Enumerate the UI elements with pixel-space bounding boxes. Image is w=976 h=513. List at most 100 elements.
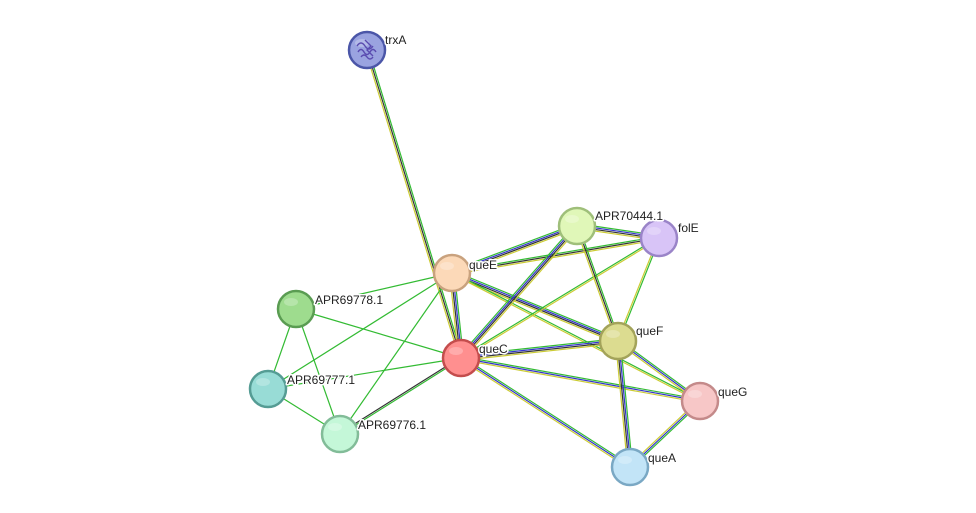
edge-strand [461,355,701,401]
node-queE[interactable] [432,253,472,293]
node-APR69777.1[interactable] [248,369,288,409]
node-label-queG: queG [718,385,747,399]
node-highlight [256,378,270,386]
edge-strand [295,308,341,435]
edge-queE-APR69777.1[interactable] [267,272,453,390]
edge-strand [460,358,700,404]
edge-queE-queF[interactable] [450,270,620,344]
edge-strand [461,226,579,359]
node-APR69778.1[interactable] [276,289,316,329]
edge-strand [366,49,462,359]
edge-trxA-queC[interactable] [364,49,464,359]
node-label-queC: queC [479,342,508,356]
labels-layer: trxAqueEAPR70444.1folEAPR69778.1queCqueF… [286,32,749,467]
edge-strand [451,224,577,273]
node-trxA[interactable] [347,30,387,70]
node-label-APR69777.1: APR69777.1 [287,373,355,387]
node-queA[interactable] [610,447,650,487]
node-highlight [449,347,463,355]
edge-strand [451,237,660,274]
edge-strand [459,225,577,358]
edge-queC-APR70444.1[interactable] [458,224,580,360]
node-queC[interactable] [441,338,481,378]
node-circle[interactable] [276,289,316,329]
edge-strand [267,357,462,390]
edge-queC-APR69777.1[interactable] [267,357,462,390]
edge-queE-APR69776.1[interactable] [339,272,453,435]
node-label-folE: folE [678,221,699,235]
edge-queC-queG[interactable] [460,355,701,404]
edge-strand [459,358,630,469]
edge-strand [295,272,453,310]
node-highlight [565,215,579,223]
node-circle[interactable] [680,381,720,421]
edge-strand [574,226,618,342]
node-circle[interactable] [598,321,638,361]
edge-APR69778.1-APR69776.1[interactable] [295,308,341,435]
node-highlight [440,262,454,270]
structure-strand [356,42,374,50]
node-queF[interactable] [598,321,638,361]
edge-strand [339,356,461,434]
node-label-APR69776.1: APR69776.1 [358,418,426,432]
node-queG[interactable] [680,381,720,421]
edge-queF-queA[interactable] [615,340,633,468]
node-label-trxA: trxA [385,33,406,47]
edge-strand [267,272,453,390]
node-circle[interactable] [320,414,360,454]
node-circle[interactable] [557,206,597,246]
edge-strand [452,271,701,401]
node-highlight [618,456,632,464]
edge-strand [450,223,577,272]
structure-strand [360,54,374,60]
edge-queE-APR69778.1[interactable] [295,272,453,310]
node-highlight [647,227,661,235]
edge-strand [339,272,453,435]
edge-strand [616,341,630,468]
edge-queE-queG[interactable] [451,271,701,403]
edge-strand [461,342,619,361]
edge-strand [452,270,620,340]
structure-strand [364,39,374,57]
node-label-queA: queA [648,451,676,465]
edge-strand [462,227,580,360]
edge-strand [460,236,659,358]
edge-strand [615,341,629,468]
edge-queC-folE[interactable] [460,236,660,360]
edge-strand [364,50,461,359]
node-circle[interactable] [441,338,481,378]
node-highlight [606,330,620,338]
edge-strand [295,308,462,359]
node-label-queE: queE [469,258,497,272]
edge-strand [577,225,621,341]
node-circle[interactable] [610,447,650,487]
node-highlight [328,423,342,431]
node-folE[interactable] [639,218,679,258]
edge-strand [460,357,631,468]
edge-APR70444.1-queF[interactable] [574,225,621,342]
edge-strand [450,274,618,344]
node-circle[interactable] [639,218,679,258]
edge-strand [461,341,619,360]
edge-strand [618,340,632,467]
edge-strand [340,358,462,436]
edge-strand [452,271,619,341]
node-highlight [688,390,702,398]
edge-strand [460,338,618,357]
edge-strand [461,238,660,360]
edge-queC-queA[interactable] [459,356,632,469]
nodes-layer [248,30,720,487]
edge-strand [460,357,701,402]
node-label-queF: queF [636,324,663,338]
node-circle[interactable] [248,369,288,409]
edge-strand [576,225,619,342]
node-APR69776.1[interactable] [320,414,360,454]
protein-structure-icon [356,39,377,60]
edge-queC-APR69776.1[interactable] [339,356,462,436]
edge-strand [619,340,633,467]
edge-queC-APR69778.1[interactable] [295,308,462,359]
edge-strand [458,224,576,357]
node-APR70444.1[interactable] [557,206,597,246]
edge-queC-queF[interactable] [460,338,619,361]
node-circle[interactable] [432,253,472,293]
